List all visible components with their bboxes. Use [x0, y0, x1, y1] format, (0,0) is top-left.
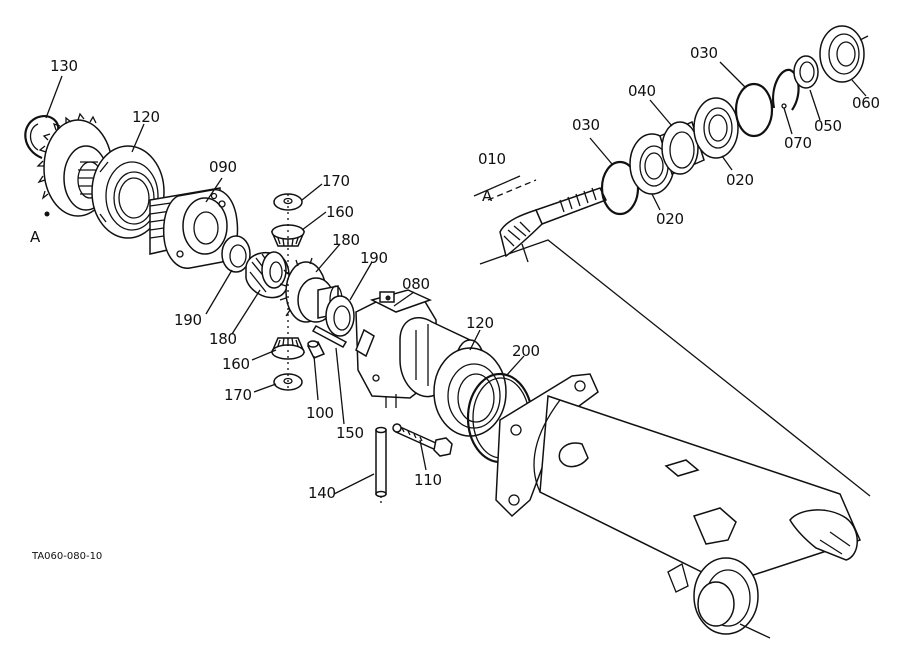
part-label-110: 110 — [414, 471, 442, 489]
part-label-020-left: 020 — [656, 210, 684, 228]
part-label-120-left: 120 — [132, 108, 160, 126]
part-label-090: 090 — [209, 158, 237, 176]
pinion-shaft-010 — [473, 175, 608, 263]
bearing-120-left — [91, 145, 165, 239]
part-label-030-left: 030 — [572, 116, 600, 134]
part-label-030-right: 030 — [690, 44, 718, 62]
part-label-160-top: 160 — [326, 203, 354, 221]
part-label-070: 070 — [784, 134, 812, 152]
part-label-150: 150 — [336, 424, 364, 442]
axle-housing — [495, 373, 862, 635]
part-label-170-top: 170 — [322, 172, 350, 190]
pin-150 — [311, 325, 348, 348]
washer-190-right — [325, 295, 355, 337]
reference-line-lower — [739, 623, 771, 639]
bolt-110 — [392, 423, 453, 457]
bearing-020-right — [693, 97, 739, 159]
part-label-180-lower: 180 — [209, 330, 237, 348]
part-label-050: 050 — [814, 117, 842, 135]
part-label-190-right: 190 — [360, 249, 388, 267]
part-label-140: 140 — [308, 484, 336, 502]
snap-ring-130 — [24, 115, 60, 160]
pinion-gear-160-top — [270, 224, 306, 247]
leader-lines — [45, 61, 867, 495]
pin-100 — [306, 340, 326, 359]
view-marker-a-left: A — [30, 228, 40, 246]
washer-190-left — [221, 235, 251, 273]
part-label-040: 040 — [628, 82, 656, 100]
part-label-160-bottom: 160 — [222, 355, 250, 373]
shaft-140 — [375, 426, 387, 506]
bearing-120-right — [433, 347, 507, 437]
pinion-gear-160-bottom — [270, 337, 306, 360]
side-gear-180-left — [245, 251, 290, 299]
drawing-code: TA060-080-10 — [32, 551, 103, 562]
collar-050 — [793, 55, 819, 89]
part-label-130: 130 — [50, 57, 78, 75]
part-label-180-upper: 180 — [332, 231, 360, 249]
part-label-020-right: 020 — [726, 171, 754, 189]
part-label-060: 060 — [852, 94, 880, 112]
spacer-040 — [659, 120, 705, 176]
part-label-100: 100 — [306, 404, 334, 422]
view-marker-a-right: A — [482, 187, 492, 205]
part-label-190-left: 190 — [174, 311, 202, 329]
part-label-120-right: 120 — [466, 314, 494, 332]
oil-seal-060 — [819, 25, 869, 83]
part-label-170-bottom: 170 — [224, 386, 252, 404]
part-label-010: 010 — [478, 150, 506, 168]
reference-line-upper — [479, 239, 871, 497]
snap-ring-030-right — [734, 82, 774, 138]
marker-a-point-left — [44, 211, 50, 217]
part-label-080: 080 — [402, 275, 430, 293]
part-label-200: 200 — [512, 342, 540, 360]
diff-case-090 — [149, 187, 239, 269]
